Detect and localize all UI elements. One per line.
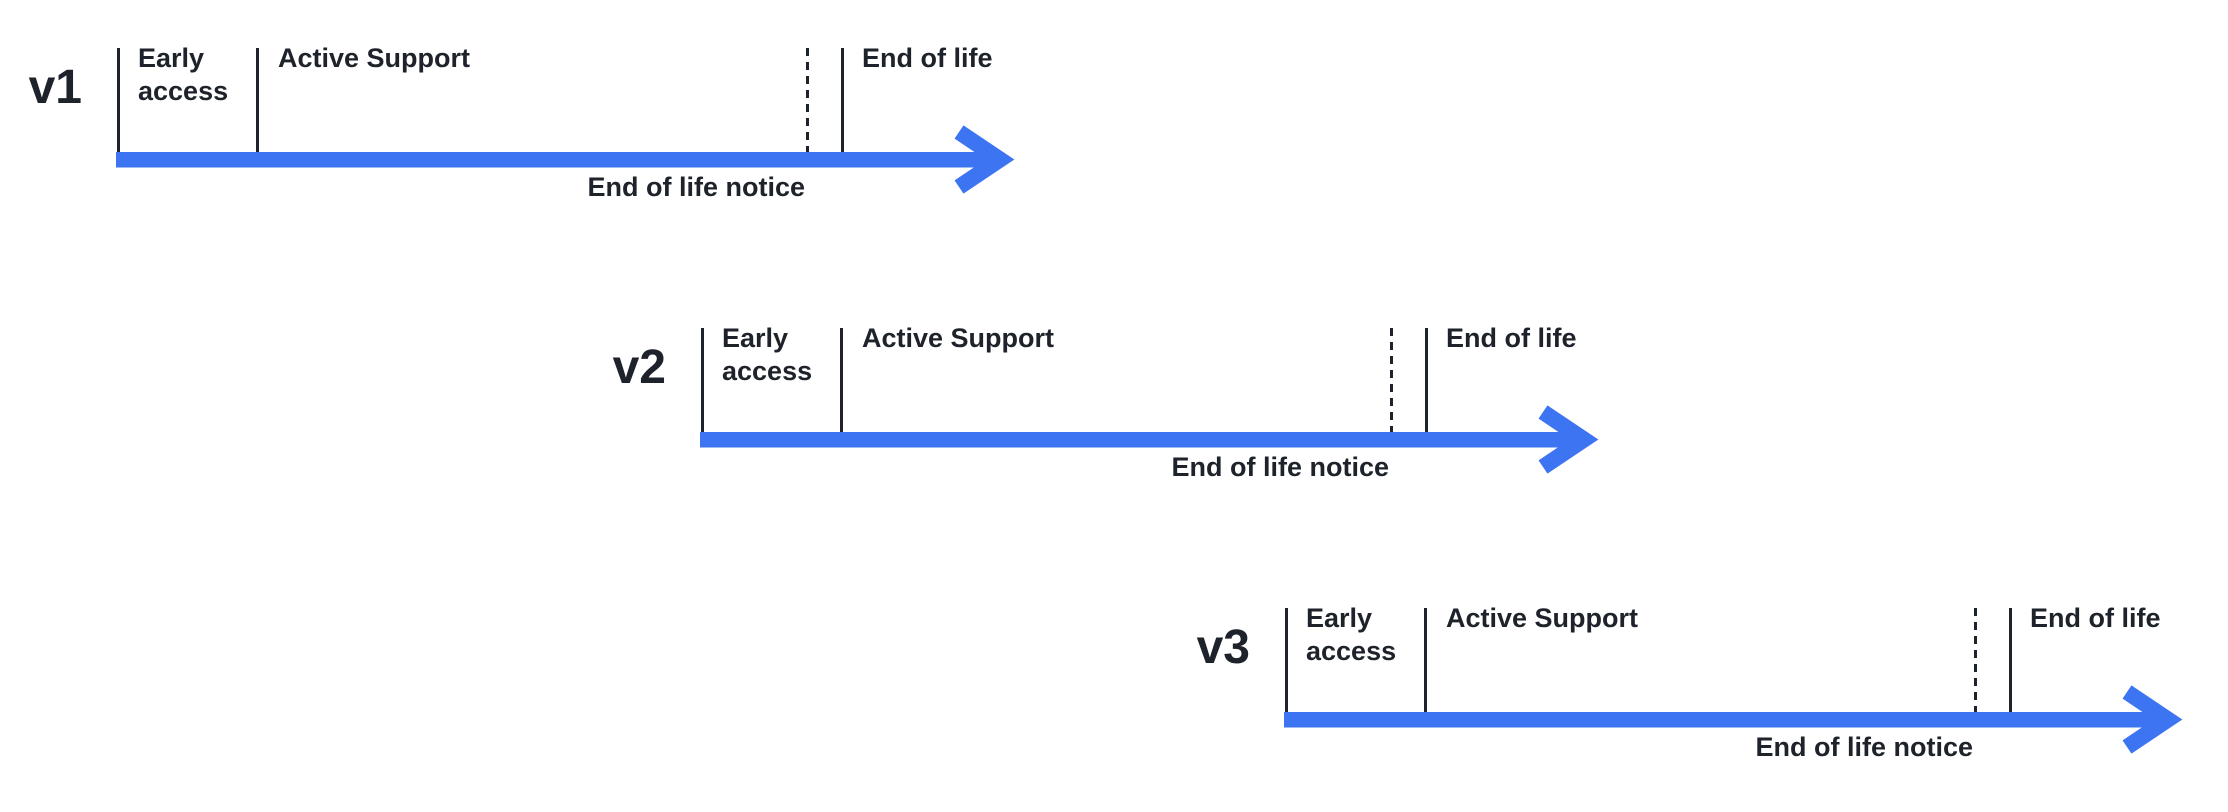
active-support-label: Active Support [1446,603,1639,633]
version-label: v2 [612,341,666,394]
active-support-label: Active Support [278,43,471,73]
version-label: v3 [1196,621,1250,674]
early-access-label: Early access [722,323,813,386]
timeline-v3-graphic [1284,608,2183,754]
timeline-arrow-shaft [116,152,991,168]
timeline-arrow-shaft [1284,712,2159,728]
timeline-arrow-shaft [700,432,1575,448]
timeline-v1-graphic [116,48,1015,194]
end-of-life-label: End of life [1446,323,1577,353]
timeline-v2: v2 Early access Active Support End of li… [582,323,1622,508]
early-access-label: Early access [138,43,229,106]
end-of-life-notice-label: End of life notice [587,172,805,202]
timeline-arrowhead-icon [2122,685,2183,754]
timeline-arrowhead-icon [1538,405,1599,474]
version-label: v1 [28,61,82,114]
end-of-life-notice-label: End of life notice [1755,732,1973,762]
end-of-life-label: End of life [2030,603,2161,633]
timeline-v1: v1 Early access Active Support End of li… [0,43,1038,228]
timeline-v3: v3 Early access Active Support End of li… [1166,603,2206,788]
early-access-label: Early access [1306,603,1397,666]
active-support-label: Active Support [862,323,1055,353]
end-of-life-label: End of life [862,43,993,73]
timeline-v2-graphic [700,328,1599,474]
timeline-arrowhead-icon [954,125,1015,194]
end-of-life-notice-label: End of life notice [1171,452,1389,482]
